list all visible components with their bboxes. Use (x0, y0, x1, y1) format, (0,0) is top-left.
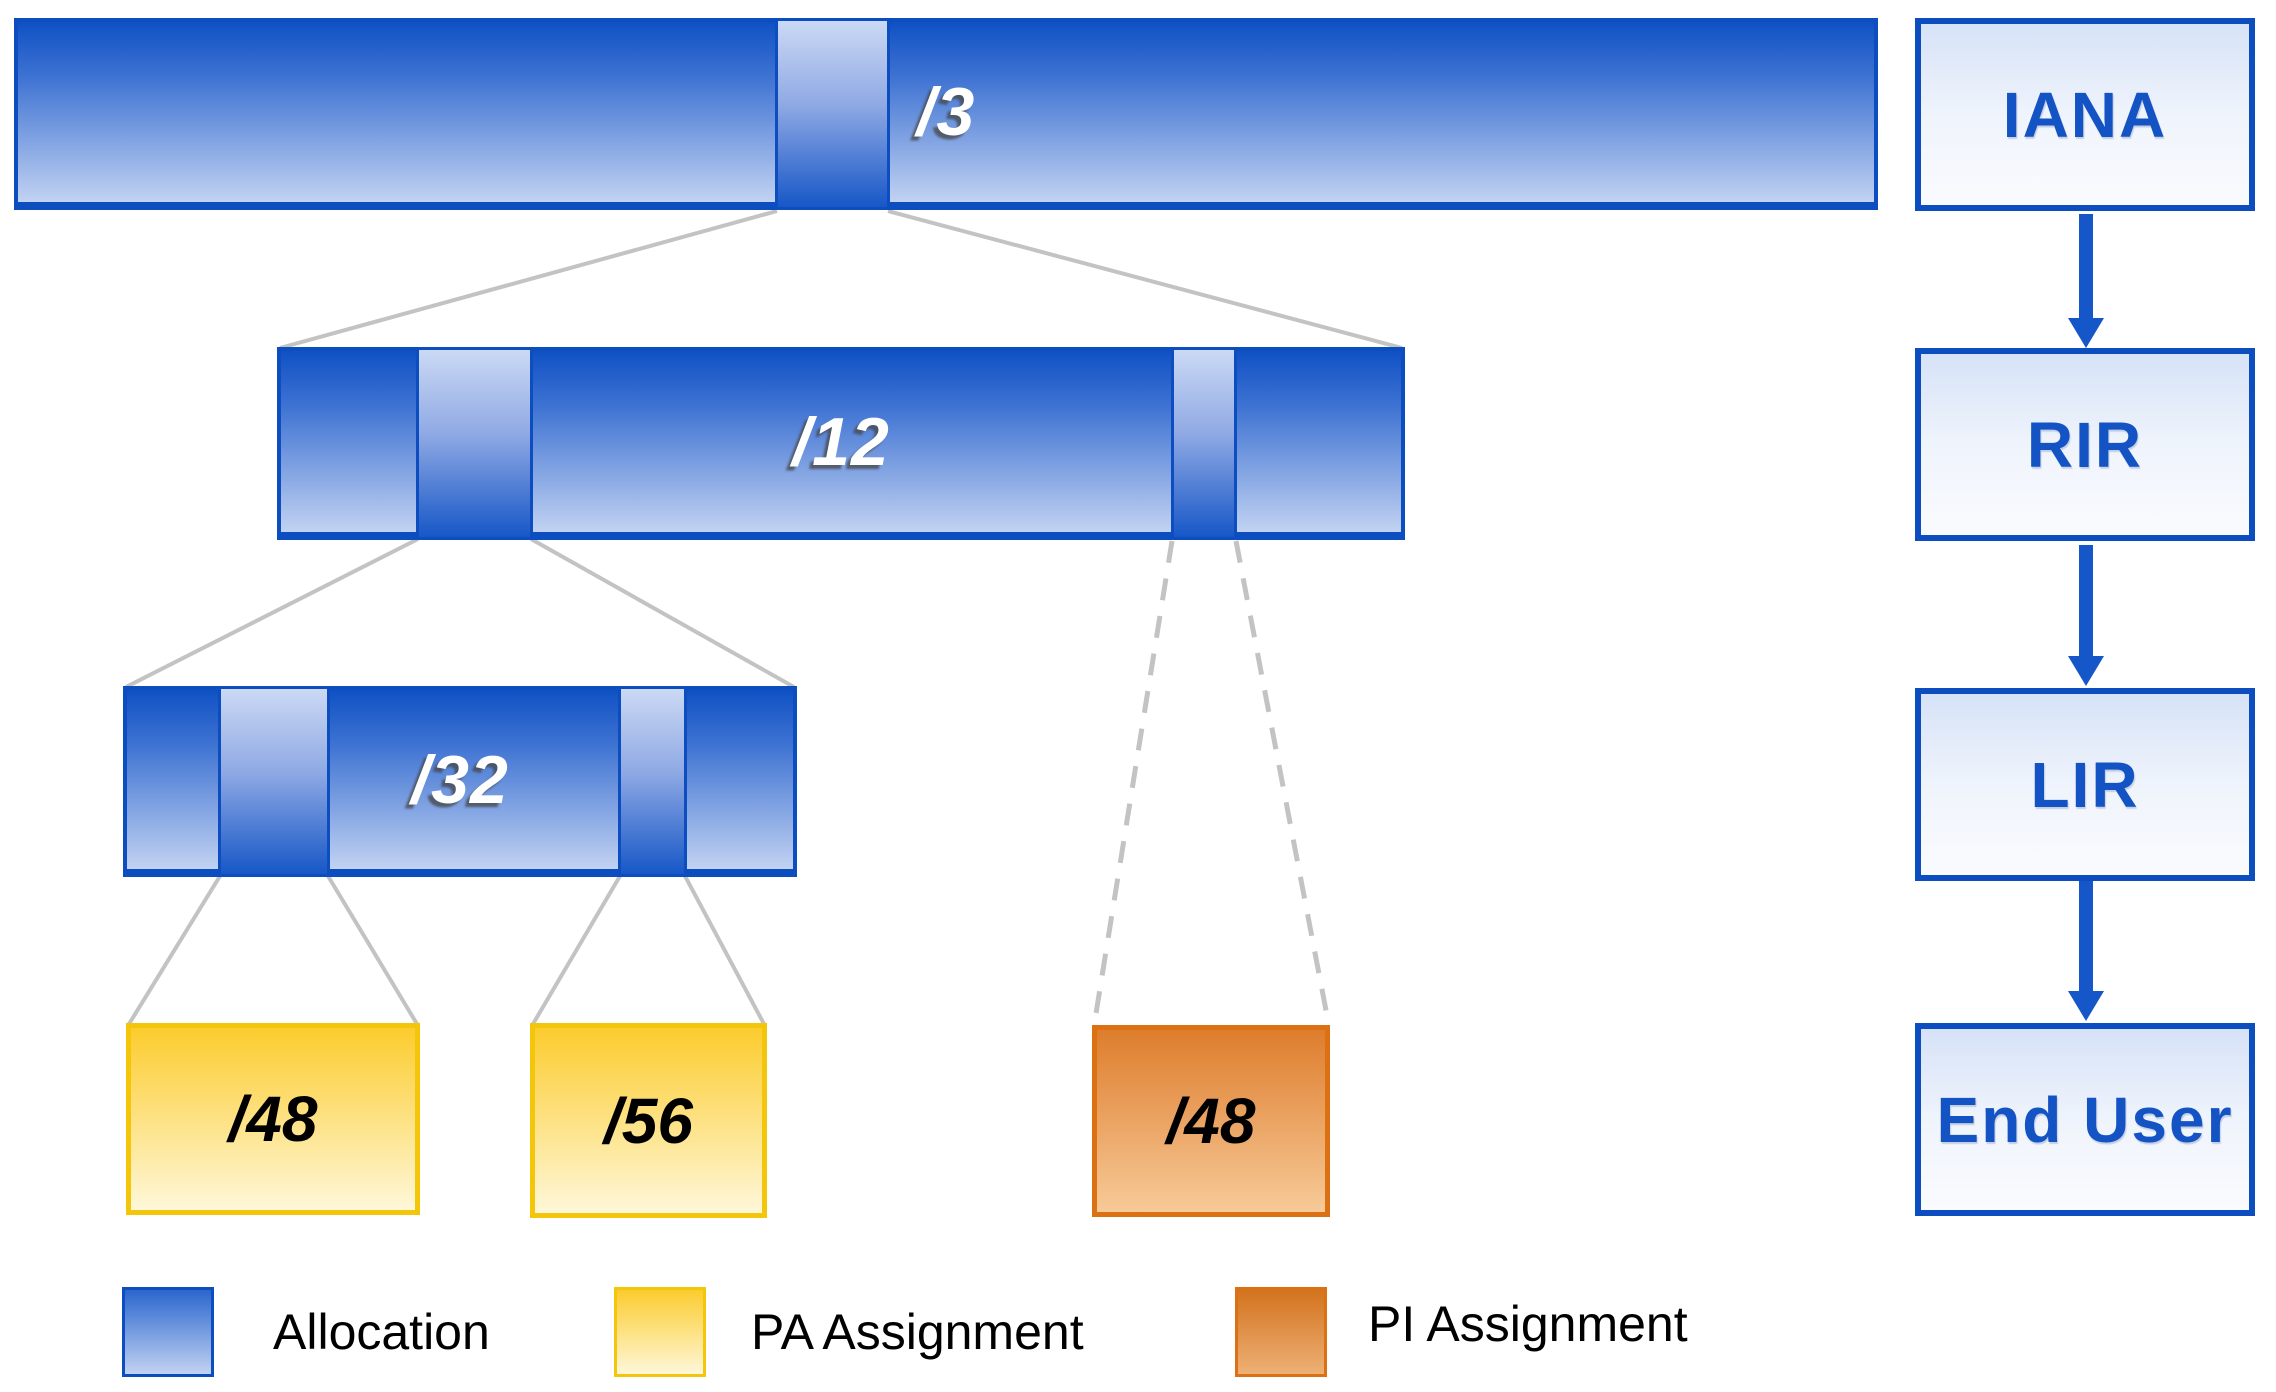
connector-line (530, 537, 795, 689)
hierarchy-box-lir: LIR (1915, 688, 2255, 881)
prefix-bar-3-label: /3 (916, 74, 976, 150)
allocation-slice (775, 18, 890, 210)
legend-swatch-allocation (122, 1287, 214, 1377)
connector-line (531, 874, 622, 1026)
prefix-bar-32-label: /32 (411, 741, 509, 818)
legend-swatch-pi-assignment (1235, 1287, 1327, 1377)
arrow-down-icon (2068, 545, 2104, 686)
legend-label-pa-assignment: PA Assignment (751, 1304, 1084, 1360)
legend-label-pi-assignment: PI Assignment (1368, 1296, 1688, 1352)
hierarchy-box-iana: IANA (1915, 18, 2255, 211)
hierarchy-box-rir-label: RIR (2026, 408, 2144, 481)
connector-line (683, 875, 766, 1025)
arrow-down-icon (2068, 214, 2104, 348)
connector-line-dashed (1091, 540, 1175, 1027)
allocation-slice (618, 686, 687, 877)
allocation-slice (416, 347, 533, 540)
hierarchy-box-end-user: End User (1915, 1023, 2255, 1216)
arrow-down-icon (2068, 881, 2104, 1021)
connector-line (326, 874, 419, 1026)
allocation-slice (1171, 347, 1237, 540)
connector-line (887, 209, 1403, 350)
hierarchy-box-lir-label: LIR (2030, 748, 2140, 821)
prefix-bar-3: /3 (14, 18, 1878, 210)
allocation-slice (218, 686, 330, 877)
pa-assignment-box-56: /56 (530, 1023, 767, 1218)
hierarchy-box-rir: RIR (1915, 348, 2255, 541)
connector-line (279, 209, 778, 350)
legend-swatch-pa-assignment (614, 1287, 706, 1377)
pa-assignment-box-48: /48 (126, 1023, 420, 1215)
pa-assignment-box-56-label: /56 (604, 1084, 693, 1157)
legend-label-allocation: Allocation (273, 1304, 490, 1360)
connector-line (125, 537, 419, 689)
connector-line (127, 874, 222, 1026)
hierarchy-box-end-user-label: End User (1936, 1083, 2234, 1156)
pi-assignment-box-48: /48 (1092, 1025, 1330, 1217)
pi-assignment-box-48-label: /48 (1166, 1085, 1256, 1157)
hierarchy-box-iana-label: IANA (2002, 78, 2168, 151)
pa-assignment-box-48-label: /48 (228, 1083, 318, 1155)
connector-line-dashed (1233, 540, 1332, 1027)
prefix-bar-12-label: /12 (792, 403, 890, 480)
